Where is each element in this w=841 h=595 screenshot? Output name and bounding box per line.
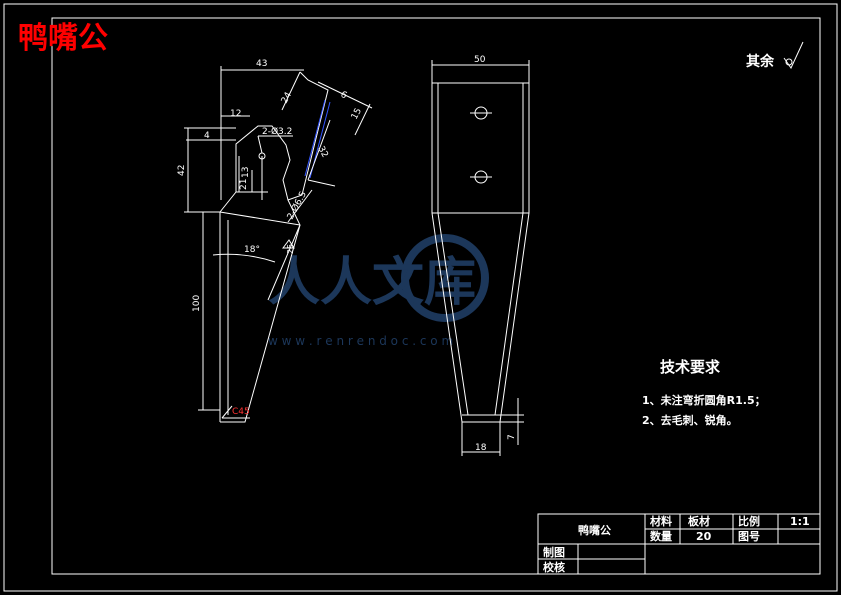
watermark-url: w w w . r e n r e n d o c . c o m <box>268 334 453 348</box>
tb-scale-value: 1:1 <box>790 515 810 528</box>
outer-border <box>3 3 838 592</box>
dim-18: 18 <box>475 443 487 453</box>
left-view <box>184 66 373 423</box>
tb-qty-value: 20 <box>696 530 712 543</box>
dim-7: 7 <box>507 434 517 440</box>
hidden-line <box>304 99 326 177</box>
title-block <box>537 513 821 575</box>
tech-requirements: 技术要求 1、未注弯折圆角R1.5； 2、去毛刺、锐角。 <box>642 358 766 427</box>
surface-roughness-note: 其余 <box>746 41 804 70</box>
watermark: 人人文库 w w w . r e n r e n d o c . c o m <box>268 234 489 348</box>
tb-material-label: 材料 <box>650 514 672 528</box>
front-inner <box>437 83 524 416</box>
tb-part-name: 鸭嘴公 <box>578 523 611 537</box>
tb-drawing-no-label: 图号 <box>738 530 760 543</box>
right-view-dimensions: 50 18 7 <box>474 55 517 453</box>
flatness-mark: 25 <box>286 244 295 254</box>
right-view <box>431 60 530 456</box>
tech-item-1: 1、未注弯折圆角R1.5； <box>642 393 766 407</box>
tb-drawn-label: 制图 <box>543 545 565 559</box>
surface-note-label: 其余 <box>746 53 775 70</box>
watermark-main: 人人文库 <box>268 252 476 313</box>
tb-scale-label: 比例 <box>738 514 760 528</box>
dim-100: 100 <box>192 295 202 312</box>
dim-angle: 18° <box>244 245 260 255</box>
left-view-dimensions: 43 12 4 24 6 15 2-Ø3.2 32 42 13 21 2-Ø6.… <box>177 59 364 417</box>
page-title: 鸭嘴公 <box>18 21 108 56</box>
tb-checked-label: 校核 <box>543 560 565 574</box>
tb-qty-label: 数量 <box>650 529 672 543</box>
dim-21: 21 <box>239 179 249 190</box>
inner-border <box>51 17 821 575</box>
watermark-circle <box>401 234 489 322</box>
dim-6: 6 <box>339 90 349 102</box>
dim-holes: 2-Ø3.2 <box>262 126 292 137</box>
dim-15: 15 <box>350 107 364 122</box>
blade-edge <box>220 199 301 423</box>
tb-material-value: 板材 <box>688 514 710 528</box>
dim-32: 32 <box>315 145 329 160</box>
dim-50: 50 <box>474 55 486 65</box>
dim-42: 42 <box>177 165 187 176</box>
dim-tip: C45 <box>232 407 250 417</box>
dim-12: 12 <box>230 109 241 119</box>
tech-item-2: 2、去毛刺、锐角。 <box>642 413 738 427</box>
dim-4: 4 <box>204 131 210 141</box>
title-block-text: 鸭嘴公 材料 板材 比例 1:1 数量 20 图号 制图 校核 <box>543 514 810 574</box>
dim-13: 13 <box>241 167 251 178</box>
dim-24: 24 <box>280 90 294 105</box>
tech-title: 技术要求 <box>660 358 721 376</box>
dim-43: 43 <box>256 59 267 69</box>
profile-outline <box>219 71 329 422</box>
dim-chamfer: 2-Ø6.5 <box>285 189 309 221</box>
